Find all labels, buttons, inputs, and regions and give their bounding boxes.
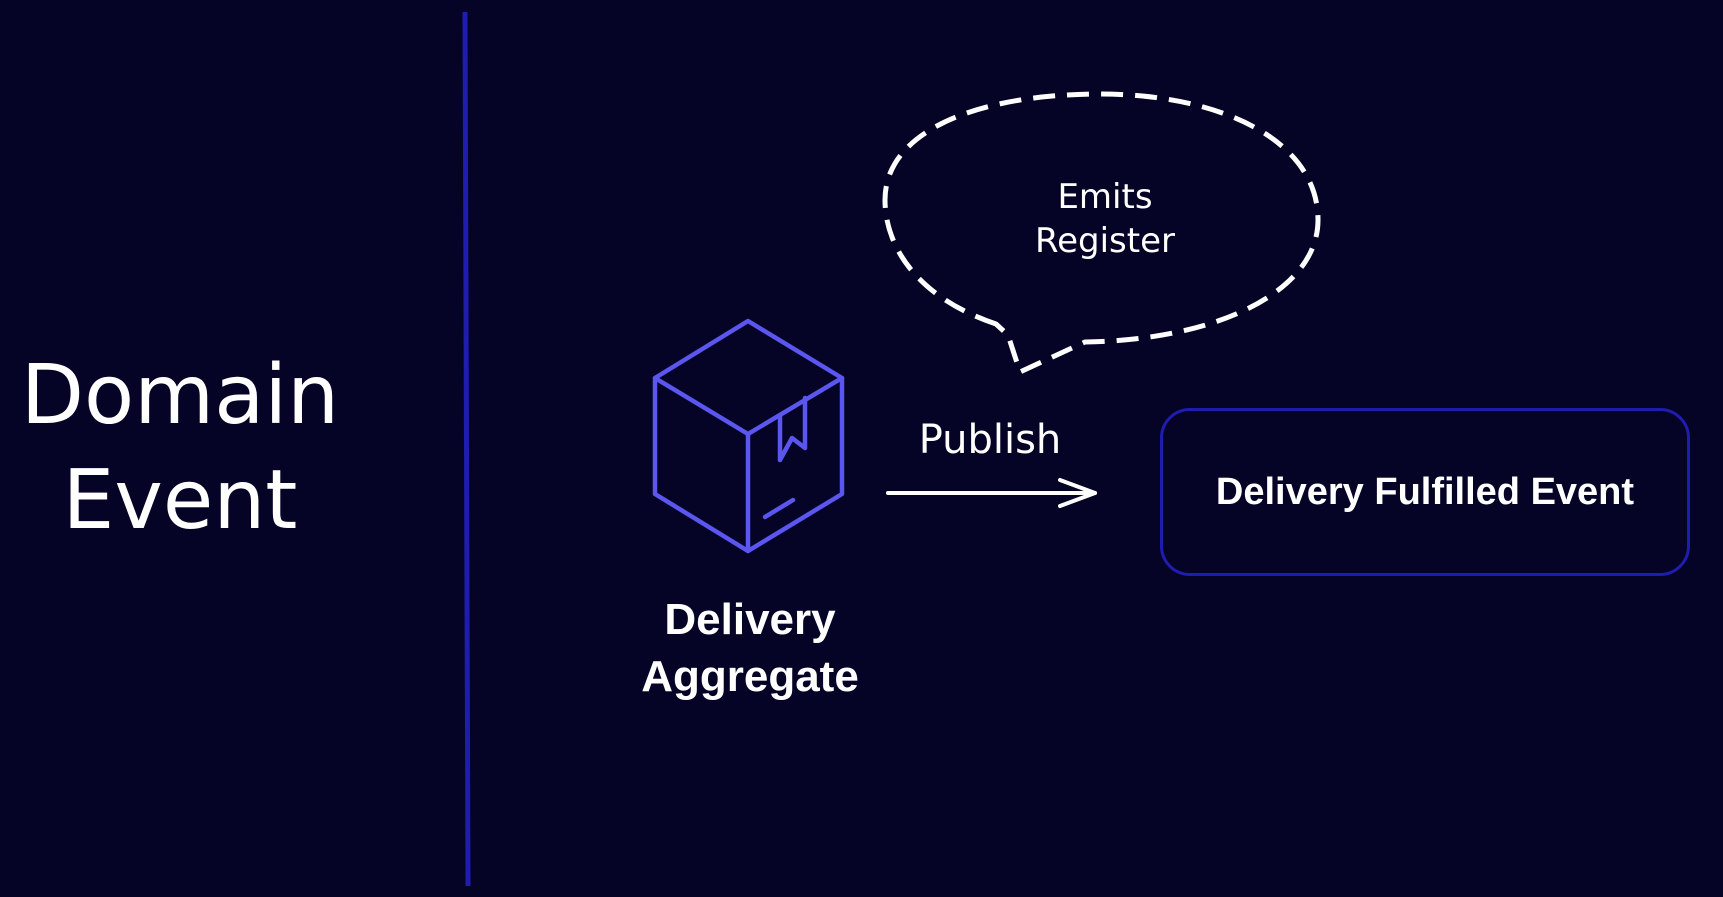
aggregate-label-line-2: Aggregate bbox=[641, 652, 859, 701]
event-label: Delivery Fulfilled Event bbox=[1215, 470, 1635, 513]
speech-bubble bbox=[882, 91, 1321, 375]
aggregate-label-line-1: Delivery bbox=[664, 595, 836, 644]
title-line-1: Domain bbox=[20, 348, 340, 443]
title-line-2: Event bbox=[62, 453, 298, 548]
bubble-text-line-2: Register bbox=[1035, 221, 1175, 261]
publish-label: Publish bbox=[918, 417, 1062, 463]
publish-arrow bbox=[886, 478, 1097, 508]
package-box-icon bbox=[652, 318, 845, 554]
bubble-text-line-1: Emits bbox=[1057, 177, 1153, 217]
delivery-fulfilled-event-box: Delivery Fulfilled Event bbox=[1160, 408, 1690, 576]
